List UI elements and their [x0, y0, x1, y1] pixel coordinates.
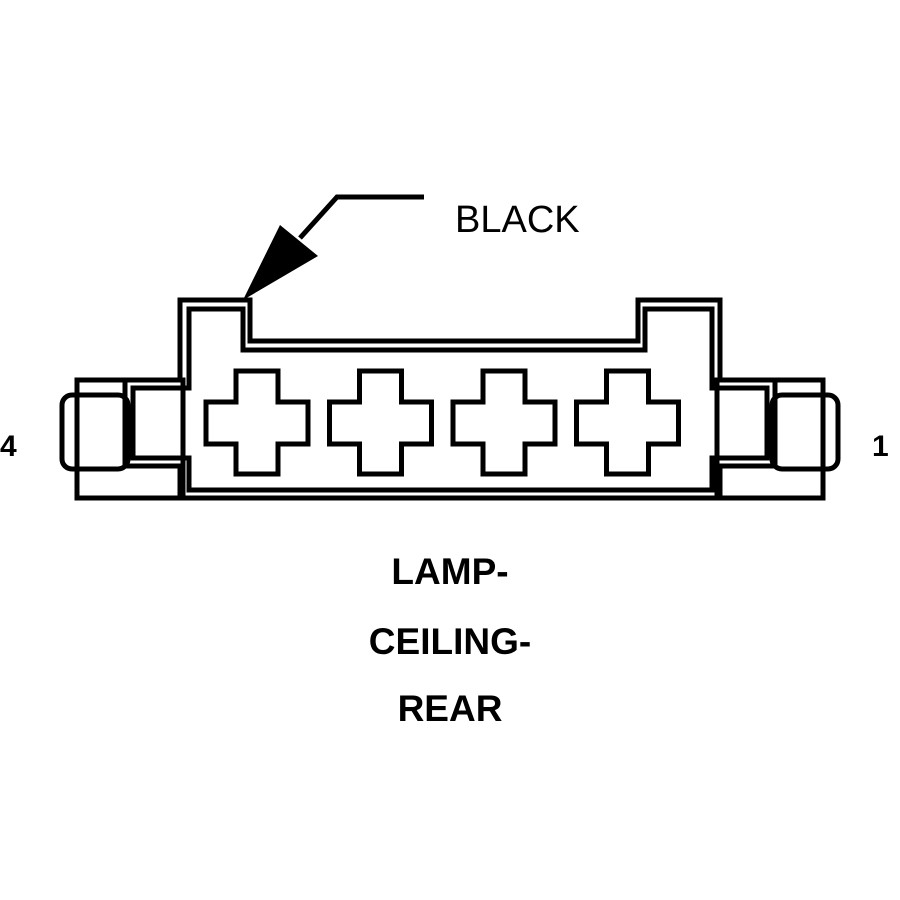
connector-name-line-2: CEILING- — [368, 621, 532, 662]
connector-housing — [122, 297, 778, 501]
connector-housing-inner — [130, 306, 770, 493]
terminal-cavity-3 — [327, 368, 434, 477]
cavity-group — [203, 368, 681, 477]
leader-arrow — [243, 194, 424, 300]
connector-name-line-3: REAR — [397, 688, 503, 729]
pin-number-left: 4 — [0, 430, 17, 463]
terminal-cavity-2 — [450, 368, 558, 477]
pin-number-right: 1 — [872, 430, 889, 463]
terminal-cavity-1 — [574, 368, 681, 477]
connector-name-line-1: LAMP- — [391, 551, 509, 592]
wire-color-label: BLACK — [455, 199, 580, 241]
terminal-cavity-4 — [203, 368, 311, 477]
